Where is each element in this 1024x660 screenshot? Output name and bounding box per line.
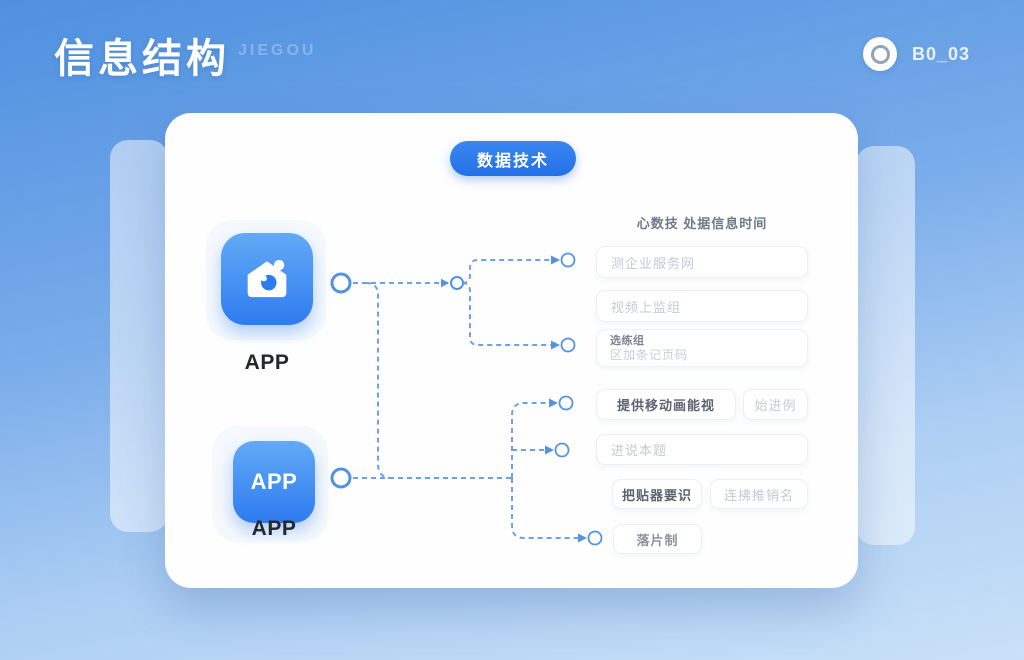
field-text: 把贴器要识 <box>621 487 692 503</box>
field-input-2[interactable]: 选练组 区加条记页码 <box>596 329 808 367</box>
field-input-5[interactable]: 进说本题 <box>596 434 808 465</box>
logo-circle-icon <box>863 37 897 71</box>
panel-note: 心数技 处据信息时间 <box>636 216 768 231</box>
field-input-6[interactable]: 把贴器要识 <box>612 479 702 509</box>
field-text: 视频上监组 <box>611 299 682 315</box>
build-label: B0_03 <box>912 44 971 64</box>
page-title-pinyin: JIEGOU <box>238 42 317 59</box>
field-text: 连拂推销名 <box>723 487 794 503</box>
field-input-7[interactable]: 连拂推销名 <box>710 479 808 509</box>
field-input-1[interactable]: 视频上监组 <box>596 290 808 322</box>
app-label-top: APP <box>244 351 290 374</box>
field-input-0[interactable]: 测企业服务网 <box>596 246 808 278</box>
app-text-icon[interactable]: APP <box>233 441 315 523</box>
field-input-3[interactable]: 提供移动画能视 <box>596 389 736 420</box>
field-text: 测企业服务网 <box>611 255 696 271</box>
house-icon <box>247 259 287 298</box>
app-icon-text: APP <box>250 469 298 494</box>
field-text: 落片制 <box>636 532 679 548</box>
field-title: 选练组 <box>610 334 645 347</box>
field-input-8[interactable]: 落片制 <box>613 524 702 554</box>
field-text: 提供移动画能视 <box>616 398 715 413</box>
logo-ring-icon <box>870 44 890 64</box>
card-stack-left <box>110 140 168 532</box>
field-text: 进说本题 <box>611 443 668 458</box>
field-input-4[interactable]: 始进例 <box>743 389 808 420</box>
field-text: 始进例 <box>754 398 797 413</box>
page-title: 信息结构 <box>54 37 230 81</box>
card-stack-right <box>856 146 915 545</box>
field-subtitle: 区加条记页码 <box>610 347 689 362</box>
data-tech-badge[interactable]: 数据技术 <box>450 141 576 176</box>
app-label-bottom: APP <box>251 517 297 540</box>
home-app-icon[interactable] <box>221 233 313 325</box>
